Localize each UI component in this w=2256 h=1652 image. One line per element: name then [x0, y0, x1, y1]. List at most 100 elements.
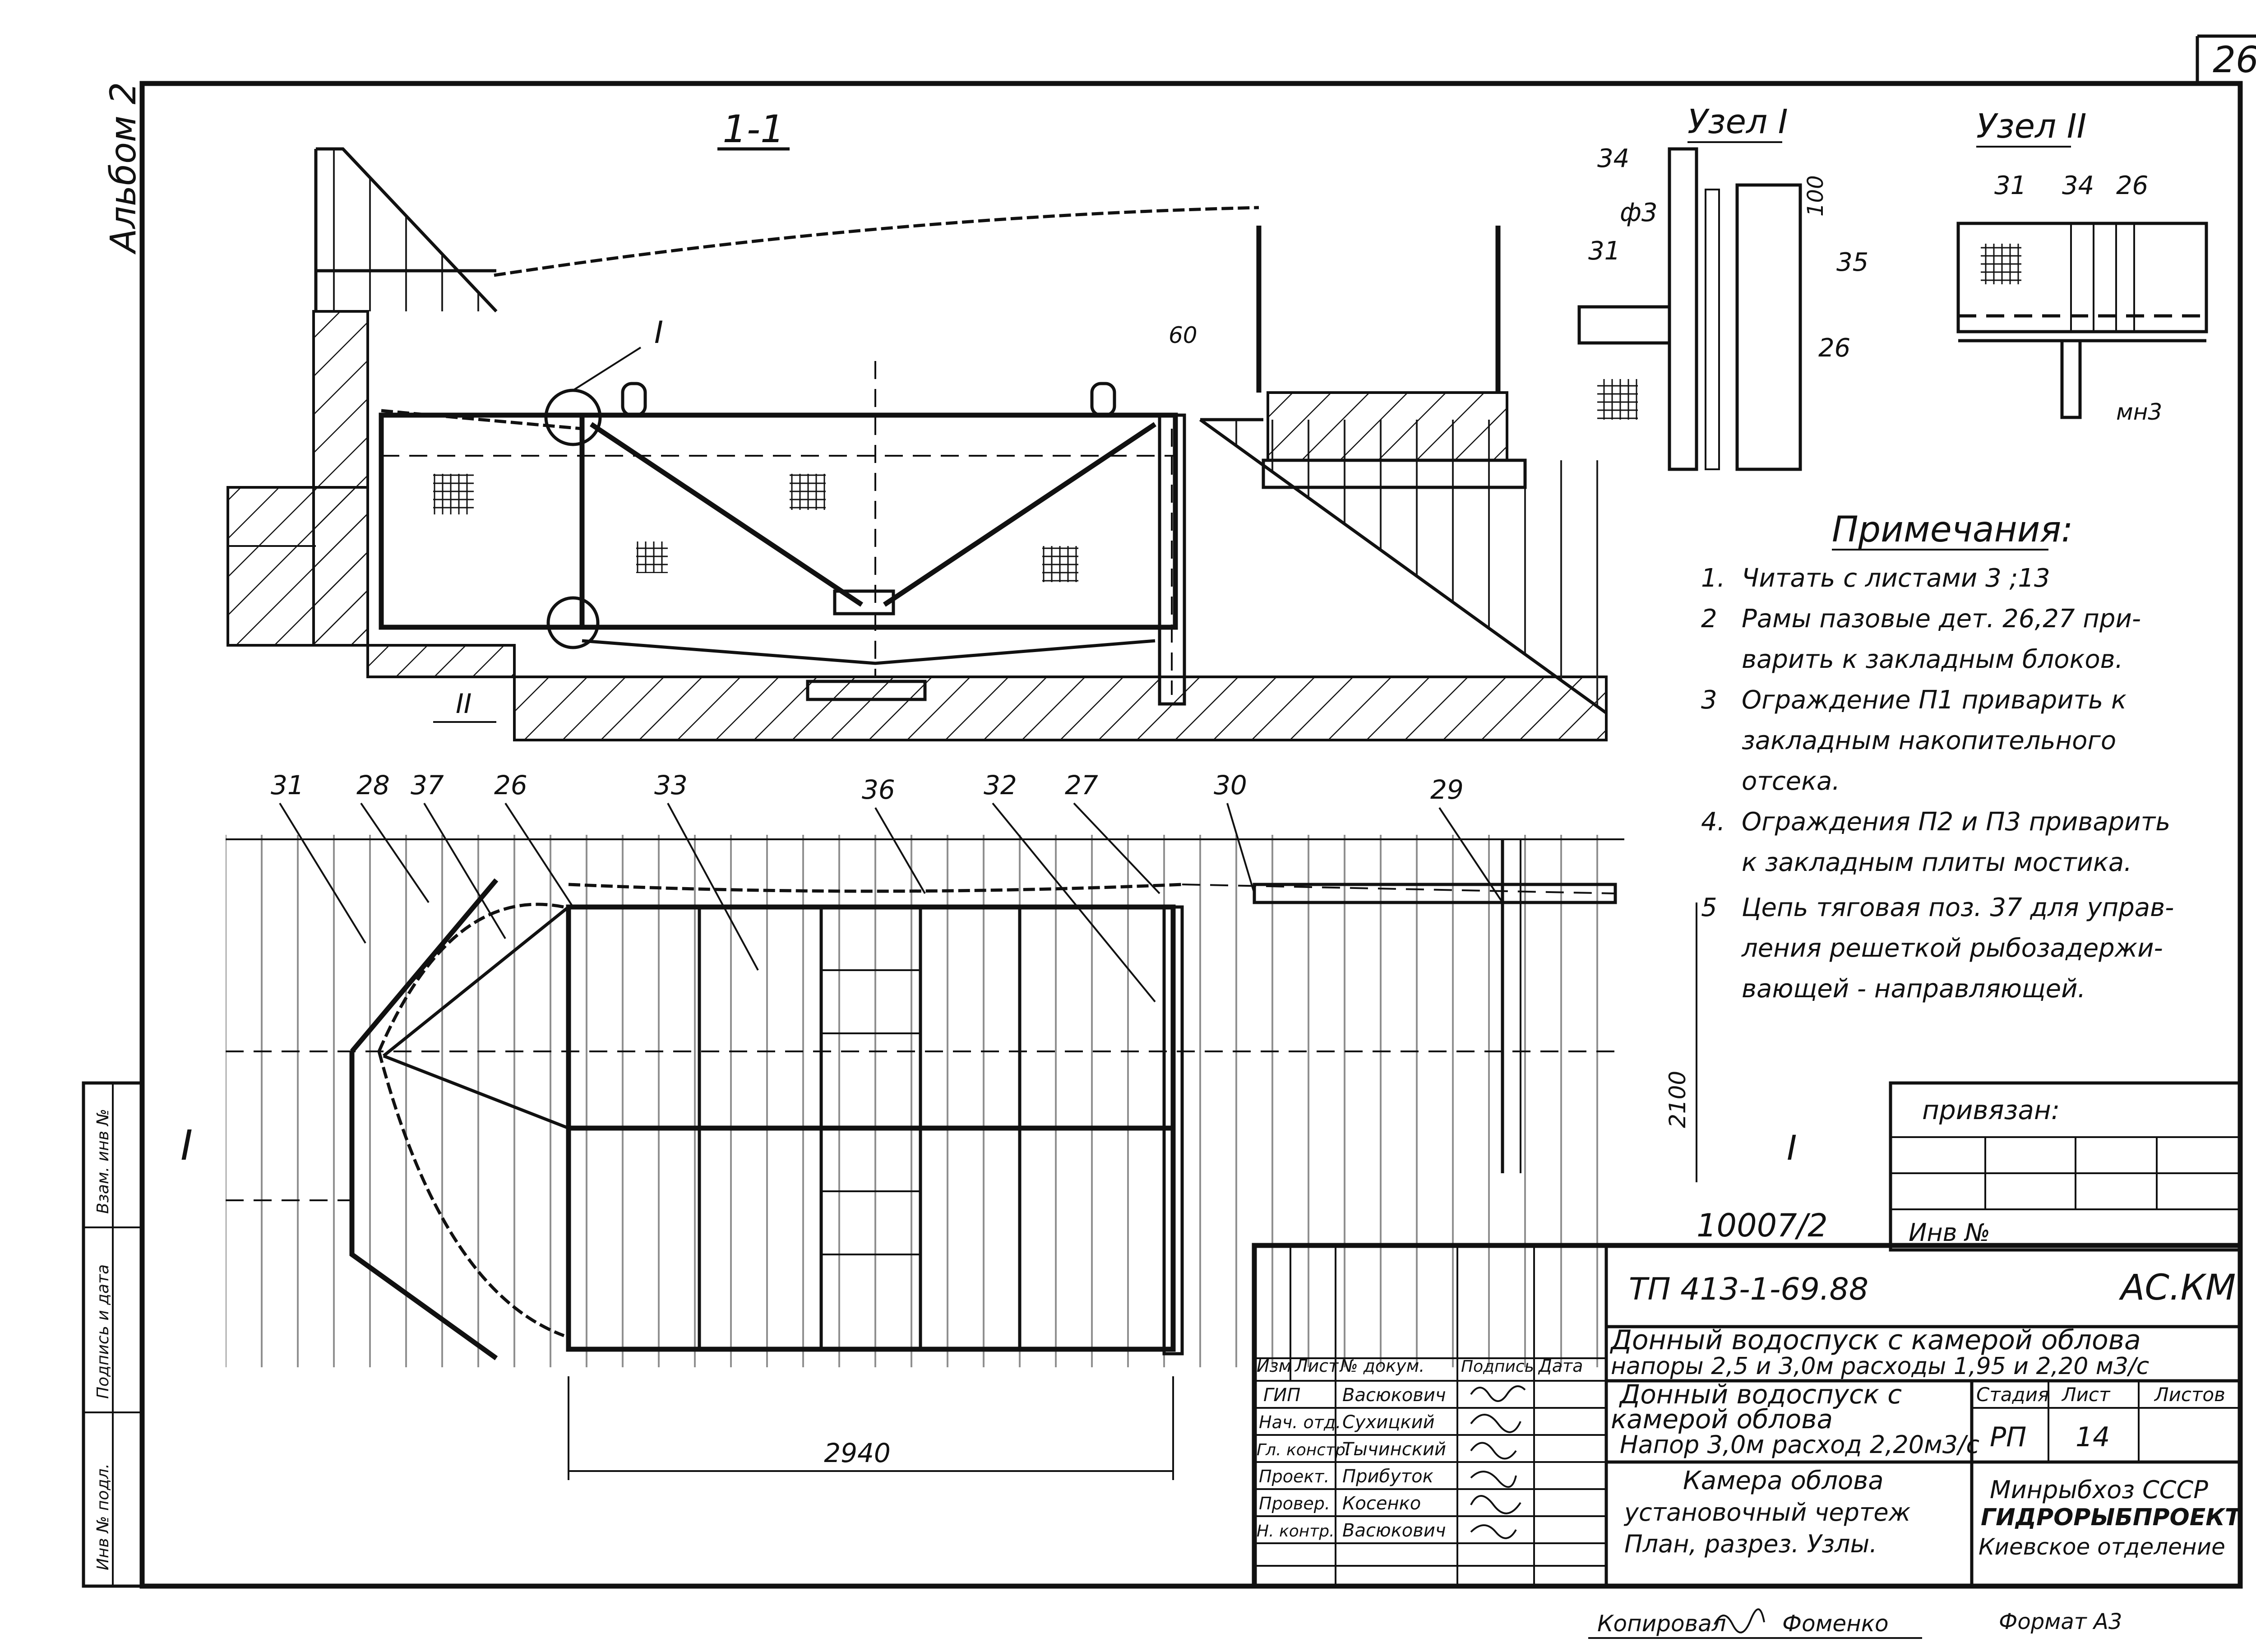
sheets-header: Листов [2154, 1384, 2225, 1406]
copier-signature [1714, 1608, 1765, 1633]
plan-callout-37: 37 [411, 770, 444, 801]
binding-label: привязан: [1922, 1095, 2060, 1125]
note-5-line-2: ления решеткой рыбозадержи- [1741, 934, 2163, 963]
section-1-1: 1-1 60 [227, 107, 1608, 741]
dim-60-label: 60 [1169, 322, 1197, 348]
signer-3-name: Тычинский [1342, 1439, 1446, 1460]
node1-callout-35: 35 [1836, 248, 1868, 277]
plan-cut-right: I [1787, 1128, 1797, 1168]
note-2-line-2: варить к закладным блоков. [1742, 645, 2123, 674]
signer-3-role: Гл. констр. [1257, 1441, 1350, 1459]
note-3-line-1: Ограждение П1 приварить к [1742, 685, 2127, 715]
binding-inv-label: Инв № [1909, 1218, 1990, 1247]
signatures [1470, 1385, 1526, 1539]
signer-4-role: Проект. [1259, 1467, 1330, 1486]
note-2-num: 2 [1701, 604, 1717, 634]
signer-1-name: Васюкович [1342, 1385, 1446, 1406]
doc-code: 10007/2 [1697, 1207, 1828, 1244]
node2-callout-34: 34 [2062, 171, 2094, 200]
plan-callout-33: 33 [654, 770, 688, 801]
hdr-izm: Изм [1257, 1356, 1291, 1376]
node2-callout-31: 31 [1994, 171, 2026, 200]
note-3-line-3: отсека. [1742, 767, 1840, 796]
hdr-sign: Подпись [1461, 1357, 1534, 1376]
left-strip-2: Подпись и дата [94, 1264, 112, 1399]
note-1-line-1: Читать с листами 3 ;13 [1742, 564, 2050, 593]
hdr-doc: № докум. [1339, 1356, 1424, 1376]
plan-view: 31 28 37 26 33 36 32 27 30 29 2940 2100 … [180, 770, 1797, 1480]
note-4-line-1: Ограждения П2 и П3 приварить [1742, 807, 2170, 837]
note-5-line-3: вающей - направляющей. [1742, 974, 2085, 1004]
node1-dim-100: 100 [1803, 175, 1828, 217]
note-2-line-1: Рамы пазовые дет. 26,27 при- [1742, 604, 2141, 634]
note-4-line-2: к закладным плиты мостика. [1742, 848, 2132, 877]
note-3-line-2: закладным накопительного [1742, 726, 2116, 755]
hdr-list: Лист [1294, 1356, 1339, 1376]
plan-callout-36: 36 [862, 774, 895, 805]
binding-box: привязан: Инв № [1889, 1081, 2242, 1252]
org-line-2: ГИДРОРЫБПРОЕКТ [1981, 1504, 2242, 1531]
signer-5-role: Провер. [1259, 1494, 1330, 1513]
node1-callout-f3: ф3 [1620, 198, 1658, 227]
plan-callout-28: 28 [356, 770, 390, 801]
signer-1-role: ГИП [1263, 1385, 1300, 1406]
plan-cut-left: I [180, 1121, 193, 1170]
node-1: Узел I 34 ф3 31 35 26 100 [1577, 102, 1868, 471]
note-5-line-1: Цепь тяговая поз. 37 для управ- [1742, 893, 2174, 922]
stage-header: Стадия [1976, 1384, 2049, 1406]
plan-callout-30: 30 [1214, 770, 1247, 801]
signer-6-name: Васюкович [1342, 1520, 1446, 1541]
sheet-header: Лист [2061, 1384, 2111, 1406]
node1-title: Узел I [1687, 102, 1788, 141]
node2-callout-26: 26 [2116, 171, 2148, 200]
note-5-num: 5 [1701, 893, 1717, 922]
sub-line-1: Донный водоспуск с [1618, 1379, 1902, 1410]
plan-dim-2940: 2940 [824, 1438, 891, 1468]
sheet-number: 26 [2213, 39, 2256, 81]
sheet-value: 14 [2076, 1421, 2110, 1453]
plan-dim-2100: 2100 [1664, 1071, 1691, 1128]
org-line-1: Минрыбхоз СССР [1990, 1476, 2208, 1504]
signer-6-role: Н. контр. [1257, 1522, 1335, 1541]
plan-callout-32: 32 [984, 770, 1017, 801]
title-line-1: Донный водоспуск с камерой облова [1609, 1324, 2141, 1356]
title-block: Изм Лист № докум. Подпись Дата ГИП Васюк… [1252, 1243, 2243, 1589]
cut-mark-2: II [456, 688, 472, 720]
note-1-num: 1. [1701, 564, 1725, 593]
signer-4-name: Прибуток [1342, 1466, 1433, 1487]
drawing-line-3: План, разрез. Узлы. [1624, 1530, 1877, 1558]
note-3-num: 3 [1701, 685, 1717, 715]
notes: Примечания: 1. Читать с листами 3 ;13 2 … [1701, 509, 2174, 1004]
drawing-line-2: установочный чертеж [1623, 1498, 1911, 1527]
node2-title: Узел II [1976, 107, 2086, 146]
node1-callout-34: 34 [1597, 144, 1629, 173]
sheet-frame [139, 34, 2256, 1589]
format-label: Формат А3 [1999, 1609, 2122, 1634]
node1-callout-26: 26 [1818, 333, 1850, 363]
sub-line-3: Напор 3,0м расход 2,20м3/с [1620, 1430, 1979, 1459]
notes-title: Примечания: [1832, 509, 2073, 550]
section-title: 1-1 [722, 107, 784, 151]
sub-line-2: камерой облова [1611, 1404, 1833, 1435]
note-4-num: 4. [1701, 807, 1725, 837]
plan-callout-31: 31 [271, 770, 304, 801]
node2-callout-mn3: мн3 [2116, 399, 2162, 425]
hdr-date: Дата [1538, 1356, 1583, 1376]
signer-2-name: Сухицкий [1342, 1412, 1435, 1433]
cut-mark-1: I [654, 315, 663, 351]
plan-callout-29: 29 [1430, 774, 1464, 805]
title-line-2: напоры 2,5 и 3,0м расходы 1,95 и 2,20 м3… [1611, 1353, 2149, 1380]
signer-2-role: Нач. отд. [1259, 1412, 1341, 1432]
drawing-mark: АС.КМ [2118, 1268, 2236, 1308]
album-label: Альбом 2 [103, 82, 144, 255]
plan-callout-27: 27 [1065, 770, 1098, 801]
left-strip: Взам. инв № Подпись и дата Инв № подл. [82, 1081, 144, 1588]
node1-callout-31: 31 [1588, 236, 1620, 266]
left-strip-3: Инв № подл. [94, 1463, 112, 1570]
org-line-3: Киевское отделение [1979, 1534, 2225, 1560]
drawing-line-1: Камера облова [1683, 1466, 1884, 1495]
copied-by: Копировал [1597, 1610, 1726, 1637]
project-code: ТП 413-1-69.88 [1629, 1272, 1868, 1307]
stage-value: РП [1990, 1421, 2026, 1453]
